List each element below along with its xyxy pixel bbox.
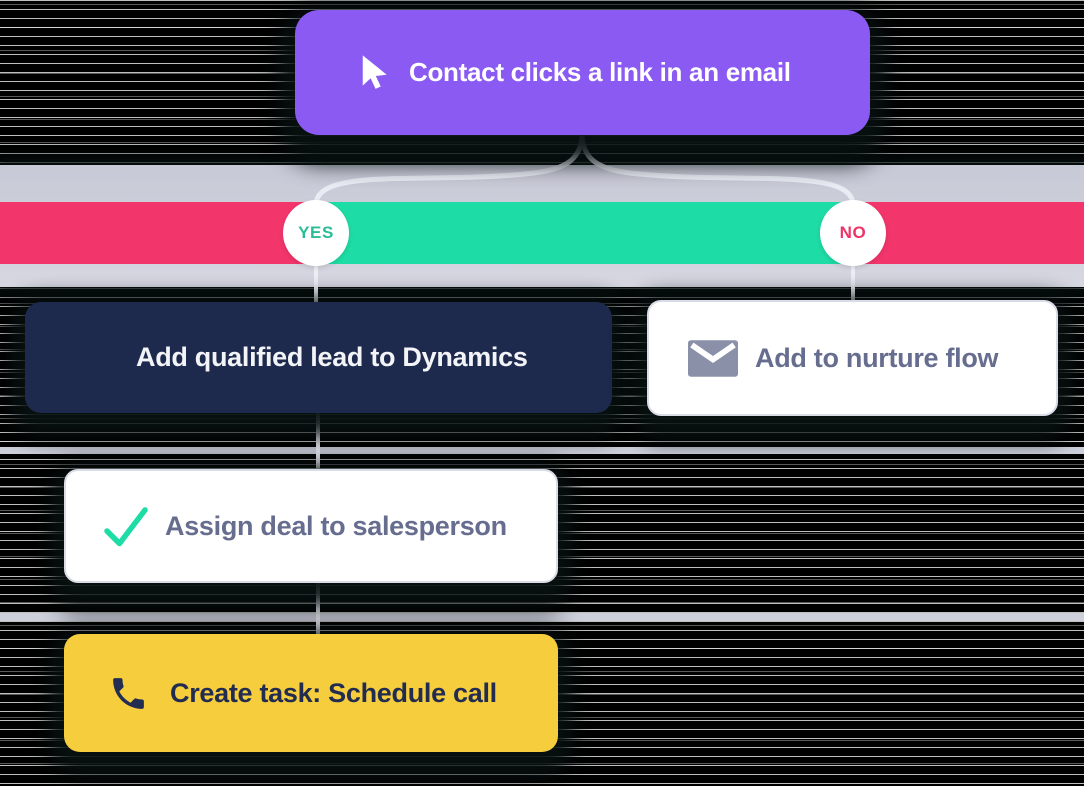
connector-no-to-nurture (851, 263, 855, 305)
trigger-node[interactable]: Contact clicks a link in an email (295, 10, 870, 135)
microsoft-logo-icon (60, 329, 117, 386)
check-icon (102, 504, 150, 549)
nurture-label: Add to nurture flow (755, 342, 999, 373)
decision-bar-yes-segment (316, 202, 853, 264)
task-node[interactable]: Create task: Schedule call (64, 634, 558, 752)
connector-assign-to-task (316, 580, 320, 638)
assign-node[interactable]: Assign deal to salesperson (64, 469, 558, 583)
connector-dynamics-to-assign (316, 410, 320, 472)
trigger-label: Contact clicks a link in an email (409, 57, 791, 87)
divider-band-top (0, 447, 1084, 454)
nurture-node[interactable]: Add to nurture flow (647, 300, 1058, 416)
decision-bar (0, 202, 1084, 264)
divider-band-bottom (0, 613, 1084, 621)
cursor-icon (357, 54, 391, 92)
dynamics-node[interactable]: Add qualified lead to Dynamics (25, 302, 612, 413)
yes-badge-label: YES (298, 223, 334, 242)
mail-icon (688, 339, 738, 377)
yes-badge: YES (283, 200, 349, 266)
connector-yes-to-dynamics (314, 263, 318, 307)
no-badge: NO (820, 200, 886, 266)
assign-label: Assign deal to salesperson (165, 510, 507, 541)
no-badge-label: NO (839, 223, 867, 242)
task-label: Create task: Schedule call (170, 677, 497, 708)
dynamics-label: Add qualified lead to Dynamics (136, 342, 528, 372)
phone-icon (108, 673, 149, 714)
